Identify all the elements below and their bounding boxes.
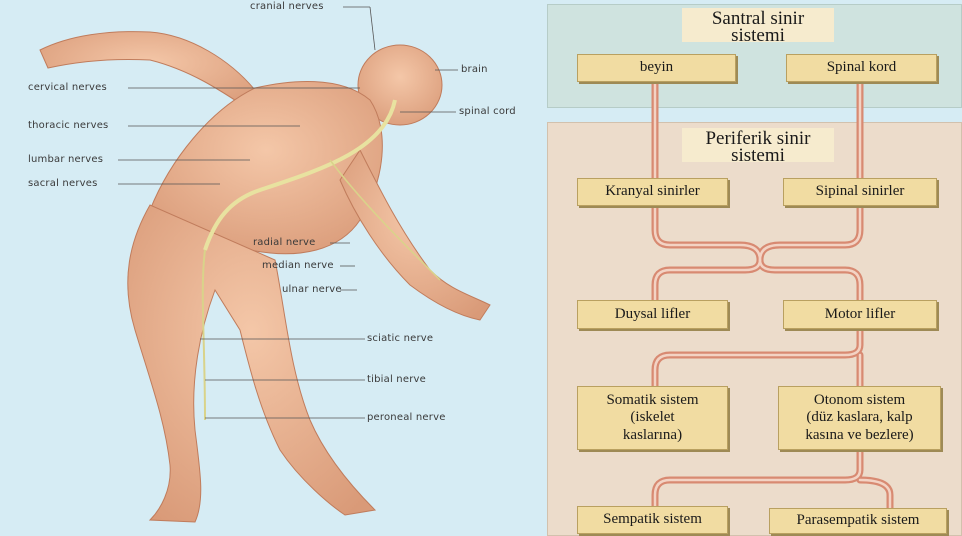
label-radial-nerve: radial nerve [253, 237, 316, 248]
label-peroneal-nerve: peroneal nerve [367, 412, 446, 423]
central-title-line1: Santral sinir [711, 8, 805, 29]
autonomic-line3: kasına ve bezlere) [805, 426, 914, 443]
node-autonomic-system: Otonom sistem (düz kaslara, kalp kasına … [778, 386, 941, 450]
node-sympathetic-system: Sempatik sistem [577, 506, 728, 534]
node-sensory-fibers: Duysal lifler [577, 300, 728, 329]
label-ulnar-nerve: ulnar nerve [282, 284, 342, 295]
label-tibial-nerve: tibial nerve [367, 374, 426, 385]
somatic-line2: (iskelet [630, 409, 675, 426]
autonomic-line1: Otonom sistem [813, 392, 906, 409]
central-title-line2: sistemi [731, 25, 785, 47]
label-cranial-nerves: cranial nerves [250, 1, 324, 12]
peripheral-title-line1: Periferik sinir [705, 128, 811, 149]
node-spinal-cord: Spinal kord [786, 54, 937, 82]
node-parasympathetic-system: Parasempatik sistem [769, 508, 947, 534]
label-spinal-cord: spinal cord [459, 106, 516, 117]
peripheral-title-line2: sistemi [731, 145, 785, 167]
node-motor-fibers: Motor lifler [783, 300, 937, 329]
label-sacral-nerves: sacral nerves [28, 178, 98, 189]
node-somatic-system: Somatik sistem (iskelet kaslarına) [577, 386, 728, 450]
node-spinal-nerves: Sipinal sinirler [783, 178, 937, 206]
label-thoracic-nerves: thoracic nerves [28, 120, 109, 131]
central-title: Santral sinir sistemi [682, 8, 834, 47]
autonomic-line2: (düz kaslara, kalp [806, 409, 913, 426]
human-figure-illustration [39, 6, 491, 523]
node-brain: beyin [577, 54, 736, 82]
label-sciatic-nerve: sciatic nerve [367, 333, 434, 344]
node-cranial-nerves: Kranyal sinirler [577, 178, 728, 206]
label-median-nerve: median nerve [262, 260, 334, 271]
somatic-line3: kaslarına) [622, 426, 683, 443]
label-cervical-nerves: cervical nerves [28, 82, 107, 93]
label-brain: brain [461, 64, 488, 75]
somatic-line1: Somatik sistem [606, 392, 699, 409]
label-lumbar-nerves: lumbar nerves [28, 154, 104, 165]
peripheral-title: Periferik sinir sistemi [682, 128, 834, 167]
